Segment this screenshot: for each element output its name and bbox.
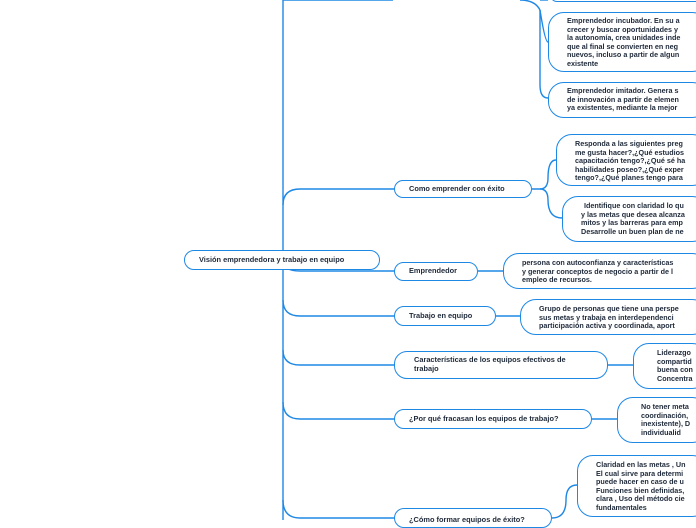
branch-label: Como emprender con éxito (409, 183, 505, 193)
leaf-emprendedor-imitador[interactable]: Emprendedor imitador. Genera s de innova… (548, 82, 696, 118)
leaf-text: capacitación tengo?,¿Qué sé ha (575, 156, 686, 165)
branch-fracasan[interactable]: ¿Por qué fracasan los equipos de trabajo… (394, 409, 592, 429)
leaf-text: la autonomía, crea unidades inde (567, 33, 681, 42)
leaf-identifique[interactable]: Identifique con claridad lo qu y las met… (562, 196, 696, 242)
leaf-text: mitos y las barreras para emp (581, 218, 683, 227)
leaf-text: No tener meta (641, 402, 689, 411)
branch-label: ¿Cómo formar equipos de éxito? (409, 515, 525, 524)
leaf-text: Claridad en las metas , Un (596, 460, 686, 469)
link-como-emprender (282, 188, 395, 206)
branch-label: Trabajo en equipo (409, 310, 473, 320)
leaf-text: El cual sirve para determi (596, 468, 684, 478)
leaf-text: de innovación a partir de elemen (567, 94, 679, 104)
leaf-text: Liderazgo (657, 348, 691, 357)
leaf-text: persona con autoconfianza y característi… (522, 258, 674, 267)
leaf-text: Funciones bien definidas, (596, 485, 685, 495)
leaf-text: nuevos, incluso a partir de algun (567, 50, 680, 59)
root-node[interactable]: Visión emprendedora y trabajo en equipo (184, 250, 380, 270)
leaf-text: Desarrolle un buen plan de ne (581, 226, 684, 236)
branch-caracteristicas[interactable]: Características de los equipos efectivos… (394, 351, 608, 379)
leaf-text: compartid (657, 356, 692, 366)
branch-como-formar[interactable]: ¿Cómo formar equipos de éxito? (394, 508, 552, 528)
link-caracteristicas (282, 349, 395, 366)
leaf-text: y las metas que desea alcanza (581, 209, 685, 219)
link-trabajo (282, 299, 395, 317)
leaf-text: existente (567, 58, 599, 68)
branch-label: Características de los equipos efectivos… (414, 355, 566, 373)
link-como-formar (282, 499, 395, 519)
leaf-text: habilidades poseo?,¿Qué exper (575, 164, 684, 174)
branch-emprendedor[interactable]: Emprendedor (394, 262, 478, 281)
leaf-text: y generar conceptos de negocio a partir … (522, 266, 673, 276)
leaf-text: Emprendedor incubador. En su a (567, 16, 680, 25)
link-fracasan (282, 401, 395, 420)
leaf-text: fundamentales (596, 502, 647, 512)
leaf-text: ya existentes, mediante la mejor (567, 103, 678, 112)
leaf-text: Responda a las siguientes preg (575, 139, 683, 148)
leaf-text: tengo?,¿Qué planes tengo para (575, 173, 683, 182)
leaf-text: individualid (641, 427, 681, 437)
leaf-text: me gusta hacer?,¿Qué estudios (575, 147, 685, 157)
branch-trabajo-equipo[interactable]: Trabajo en equipo (394, 306, 496, 326)
leaf-emprendedor-incubador[interactable]: Emprendedor incubador. En su a crecer y … (548, 12, 696, 72)
leaf-claridad[interactable]: Claridad en las metas , Un El cual sirve… (577, 455, 696, 517)
leaf-liderazgo[interactable]: Liderazgo compartid buena con Concentra (633, 343, 696, 389)
branch-como-emprender[interactable]: Como emprender con éxito (394, 180, 532, 198)
leaf-text: Identifique con claridad lo qu (584, 201, 684, 210)
leaf-text: que al final se convierten en neg (567, 41, 679, 51)
leaf-persona[interactable]: persona con autoconfianza y característi… (503, 253, 696, 289)
leaf-text: Concentra (657, 373, 693, 383)
leaf-no-tener[interactable]: No tener meta coordinación, inexistente)… (617, 397, 696, 443)
leaf-text: sus metas y trabaja en interdependenci (539, 312, 674, 322)
leaf-text: buena con (657, 365, 693, 374)
leaf-text: participación activa y coordinada, aport (539, 321, 675, 330)
leaf-text: empleo de recursos. (522, 275, 592, 284)
leaf-grupo[interactable]: Grupo de personas que tiene una perspe s… (520, 299, 696, 335)
leaf-text: Emprendedor imitador. Genera s (567, 86, 679, 95)
leaf-text: inexistente), D (641, 419, 691, 428)
leaf-text: clara , Uso del método cie (596, 494, 685, 503)
partial-leaf-top[interactable] (550, 0, 696, 2)
branch-label: Emprendedor (409, 266, 458, 276)
branch-label: ¿Por qué fracasan los equipos de trabajo… (409, 413, 559, 423)
leaf-text: puede hacer en caso de u (596, 477, 684, 486)
root-label: Visión emprendedora y trabajo en equipo (199, 254, 345, 264)
leaf-text: Grupo de personas que tiene una perspe (539, 304, 679, 313)
leaf-text: coordinación, (641, 410, 689, 420)
leaf-text: crecer y buscar oportunidades y (567, 24, 679, 34)
leaf-responda[interactable]: Responda a las siguientes preg me gusta … (556, 134, 696, 186)
